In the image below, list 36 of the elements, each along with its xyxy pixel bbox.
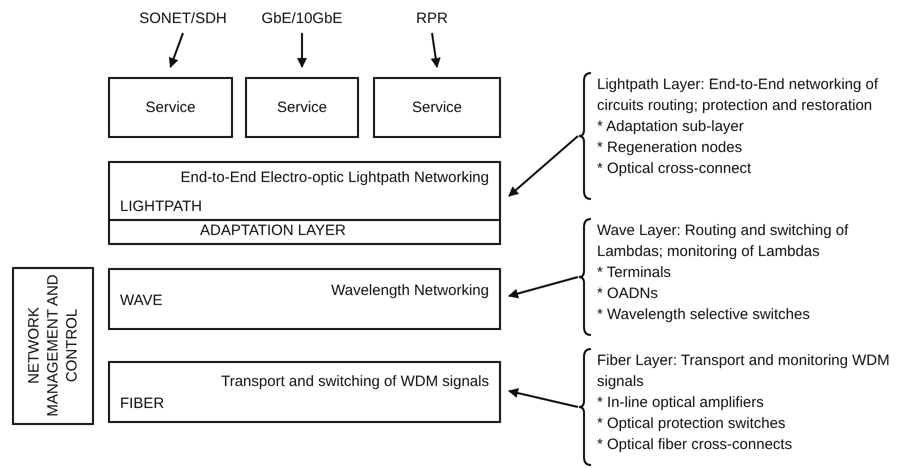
layer-summary: Fiber Layer: Transport and monitoring WDM signals <box>597 351 891 392</box>
layer-name: WAVE <box>120 292 163 310</box>
arrow <box>430 32 441 68</box>
input-label: SONET/SDH <box>128 9 238 29</box>
layer-box <box>108 361 501 423</box>
adaptation-layer-bar: ADAPTATION LAYER <box>108 219 501 245</box>
input-label: RPR <box>400 9 464 29</box>
layer-summary: Lightpath Layer: End-to-End networking of circuits routing; protection and restoration <box>597 75 880 116</box>
bullet-item: * OADNs <box>597 284 659 304</box>
layer-box <box>108 161 501 221</box>
service-box: Service <box>373 77 501 138</box>
layer-name: FIBER <box>120 395 164 413</box>
layer-name: LIGHTPATH <box>120 198 202 216</box>
arrow <box>508 276 578 298</box>
layer-summary: Wave Layer: Routing and switching of Lambdas; monitoring of Lambdas <box>597 221 850 262</box>
bullet-item: * Terminals <box>597 263 672 283</box>
bullet-item: * Optical protection switches <box>597 414 786 434</box>
side-panel <box>12 267 94 425</box>
bullet-item: * In-line optical amplifiers <box>597 393 765 413</box>
layer-description: Wavelength Networking <box>331 282 489 300</box>
service-box: Service <box>108 77 233 138</box>
layer-description: Transport and switching of WDM signals <box>221 373 489 391</box>
bullet-item: * Regeneration nodes <box>597 138 744 158</box>
bullet-item: * Adaptation sub-layer <box>597 117 745 137</box>
bullet-item: * Optical cross-connect <box>597 159 752 179</box>
arrow <box>297 33 307 68</box>
panel-label: NETWORK MANAGEMENT AND CONTROL <box>24 273 82 419</box>
bullet-item: * Wavelength selective switches <box>597 305 811 325</box>
input-label: GbE/10GbE <box>252 9 352 29</box>
layer-box <box>108 268 501 330</box>
service-box: Service <box>245 77 359 138</box>
bullet-item: * Optical fiber cross-connects <box>597 435 794 455</box>
layer-description: End-to-End Electro-optic Lightpath Networking <box>180 169 489 187</box>
arrow <box>168 32 184 68</box>
arrow <box>508 388 578 408</box>
arrow <box>508 135 579 197</box>
